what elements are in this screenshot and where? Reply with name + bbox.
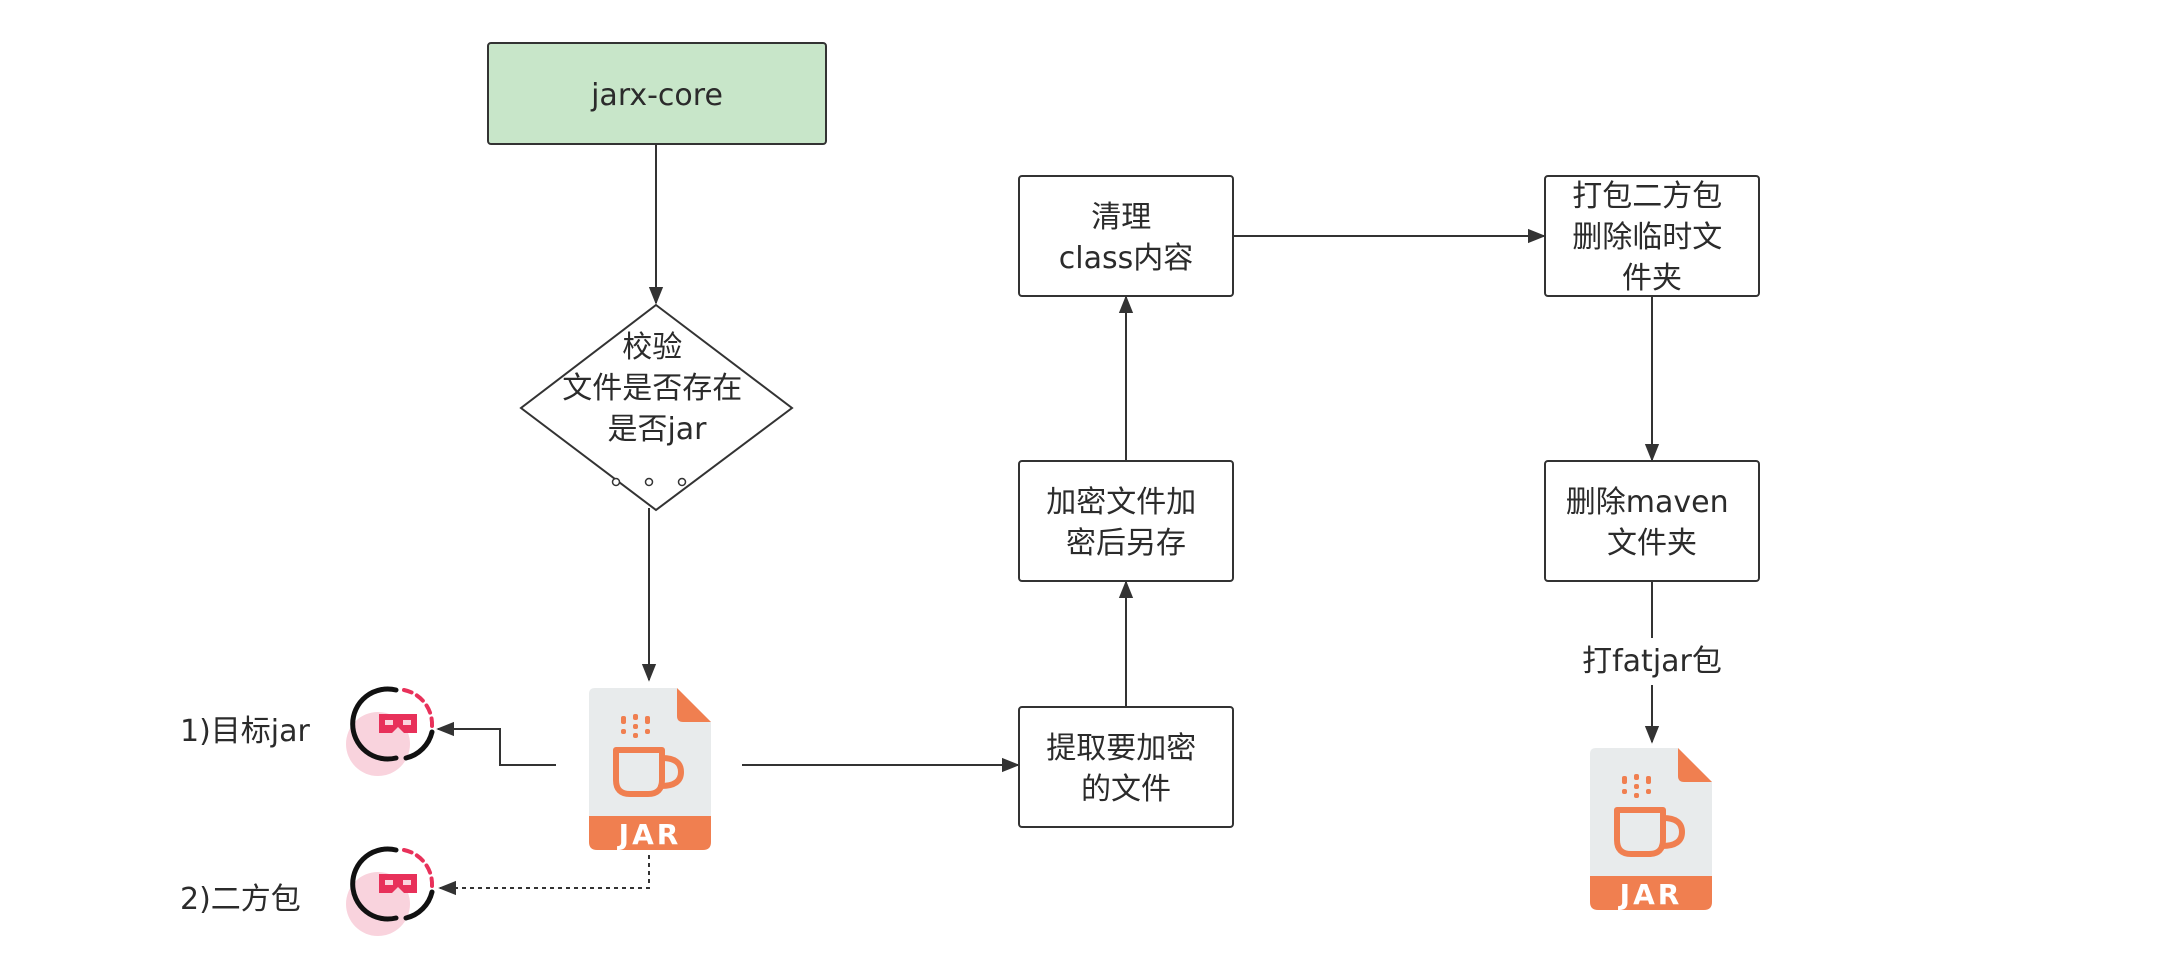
node-extract-label: 提取要加密 的文件 (1046, 731, 1206, 807)
ellipsis-dots-icon (611, 477, 687, 487)
jar-file-icon: JAR (1590, 748, 1712, 911)
node-pack-label: 打包二方包 删除临时文 件夹 (1572, 179, 1732, 296)
mask-icon (346, 689, 432, 776)
node-delete-maven-label: 删除maven 文件夹 (1566, 485, 1738, 561)
node-delete-maven: 删除maven 文件夹 (1544, 460, 1760, 582)
output-second-label: 2)二方包 (180, 882, 301, 917)
node-verify: 校验 文件是否存在 是否jar (519, 303, 794, 512)
output-target-label: 1)目标jar (180, 714, 311, 749)
node-core: jarx-core (487, 42, 827, 145)
node-core-label: jarx-core (590, 78, 723, 113)
node-extract: 提取要加密 的文件 (1018, 706, 1234, 828)
jar-main-label: JAR (617, 818, 682, 851)
edge-label-fatjar: 打fatjar包 (1582, 644, 1722, 679)
edge-jar-to-second (438, 855, 650, 896)
node-clean: 清理 class内容 (1018, 175, 1234, 297)
node-encrypt: 加密文件加 密后另存 (1018, 460, 1234, 582)
node-clean-label: 清理 class内容 (1059, 200, 1193, 276)
node-encrypt-label: 加密文件加 密后另存 (1046, 485, 1206, 561)
edge-jar-to-target (436, 721, 556, 766)
jar-file-icon: JAR (589, 688, 711, 851)
edges (436, 145, 1660, 896)
node-pack: 打包二方包 删除临时文 件夹 (1544, 175, 1760, 297)
jar-final-label: JAR (1618, 878, 1683, 911)
node-verify-label: 校验 文件是否存在 是否jar (562, 330, 752, 447)
mask-icon (346, 849, 432, 936)
